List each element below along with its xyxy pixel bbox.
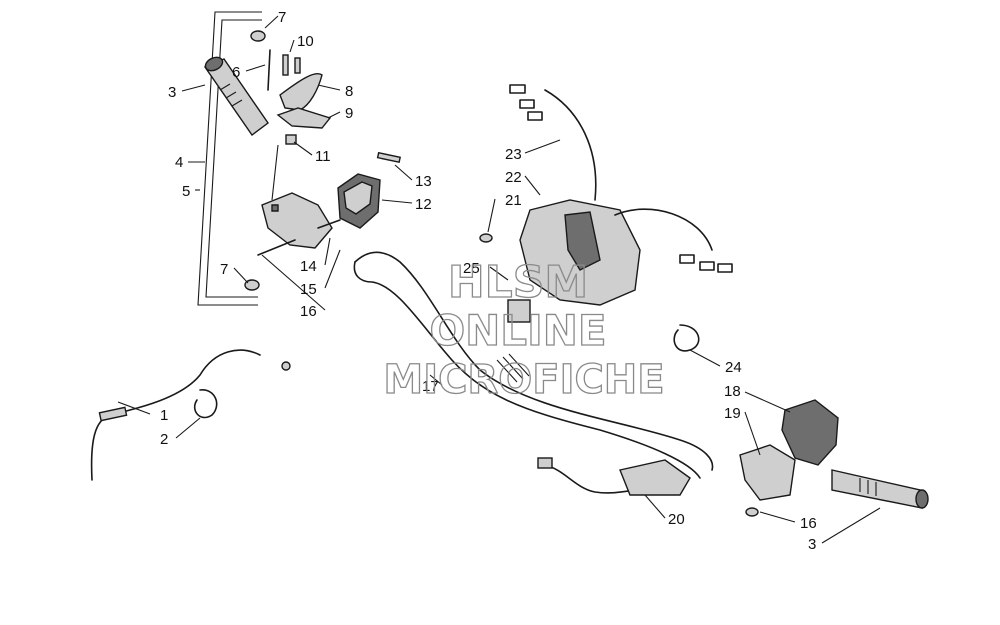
callout: 17 xyxy=(422,378,439,395)
callout: 19 xyxy=(724,405,741,422)
callout: 12 xyxy=(415,196,432,213)
callout: 7 xyxy=(220,261,228,278)
callout-labels: 7 10 6 3 8 9 4 11 5 13 12 7 14 15 16 23 … xyxy=(160,9,817,553)
watermark-line-2: ONLINE xyxy=(429,306,606,355)
callout: 24 xyxy=(725,359,742,376)
handlebar xyxy=(353,251,714,479)
callout: 5 xyxy=(182,183,190,200)
throttle-lever xyxy=(250,30,332,145)
callout: 9 xyxy=(345,105,353,122)
callout: 14 xyxy=(300,258,317,275)
callout: 16 xyxy=(800,515,817,532)
callout: 23 xyxy=(505,146,522,163)
callout: 18 xyxy=(724,383,741,400)
watermark-line-3: MICROFICHE xyxy=(383,357,664,403)
callout: 25 xyxy=(463,260,480,277)
callout: 1 xyxy=(160,407,168,424)
callout: 7 xyxy=(278,9,286,26)
callout: 21 xyxy=(505,192,522,209)
center-housing xyxy=(479,84,733,323)
callout: 13 xyxy=(415,173,432,190)
left-grip xyxy=(203,56,269,136)
callout: 3 xyxy=(808,536,816,553)
callout: 3 xyxy=(168,84,176,101)
callout: 11 xyxy=(315,148,331,165)
clamp-24 xyxy=(673,324,700,352)
left-switch xyxy=(337,151,402,229)
right-grip xyxy=(831,469,929,509)
wire-harness xyxy=(537,457,691,496)
callout: 22 xyxy=(505,169,522,186)
leader-lines xyxy=(117,15,881,544)
throttle-cable xyxy=(90,349,291,481)
callout: 6 xyxy=(232,64,240,81)
watermark-line-1: HLSM xyxy=(448,257,588,308)
callout: 20 xyxy=(668,511,685,528)
group-bracket xyxy=(197,11,262,306)
watermark: HLSM ONLINE MICROFICHE xyxy=(383,256,666,403)
callout: 15 xyxy=(300,281,317,298)
callout: 8 xyxy=(345,83,353,100)
callout: 4 xyxy=(175,154,183,171)
callout: 10 xyxy=(297,33,314,50)
left-switch-housing xyxy=(244,192,341,291)
callout: 16 xyxy=(300,303,317,320)
right-switch xyxy=(739,399,839,517)
callout: 2 xyxy=(160,431,168,448)
